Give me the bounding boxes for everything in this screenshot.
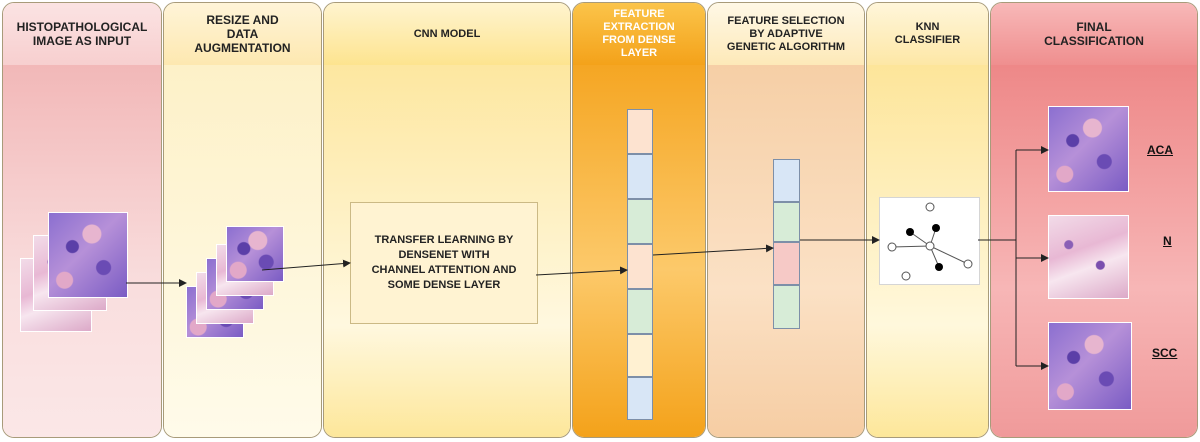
arrow-knn-to-classes xyxy=(978,146,1049,370)
feature-vector-cell xyxy=(627,109,653,154)
knn-graph-icon xyxy=(887,202,973,281)
selected-feature-cell xyxy=(773,159,800,202)
class-label-n: N xyxy=(1163,234,1172,248)
stage-augmentation-title: RESIZE AND DATA AUGMENTATION xyxy=(164,3,321,66)
output-image-n xyxy=(1048,215,1129,299)
selected-feature-cell xyxy=(773,202,800,242)
arrow-features-to-selection xyxy=(652,244,774,256)
stage-input-title: HISTOPATHOLOGICAL IMAGE AS INPUT xyxy=(3,3,161,66)
cnn-transfer-learning-box: TRANSFER LEARNING BY DENSENET WITH CHANN… xyxy=(350,202,538,324)
selected-feature-cell xyxy=(773,285,800,329)
augmented-image-5 xyxy=(226,226,284,282)
class-label-scc: SCC xyxy=(1152,346,1178,360)
feature-vector-cell xyxy=(627,289,653,334)
class-label-aca: ACA xyxy=(1147,143,1173,157)
arrow-augmentation-to-cnn xyxy=(261,259,351,271)
feature-vector-cell xyxy=(627,334,653,377)
stage-cnn-title: CNN MODEL xyxy=(324,3,570,66)
selected-feature-cell xyxy=(773,242,800,285)
feature-vector-cell xyxy=(627,244,653,289)
feature-vector-cell xyxy=(627,199,653,244)
stage-feature-extraction-title: FEATURE EXTRACTION FROM DENSE LAYER xyxy=(573,3,705,66)
input-image-front xyxy=(48,212,128,298)
feature-vector-cell xyxy=(627,154,653,199)
output-image-aca xyxy=(1048,106,1129,192)
output-image-scc xyxy=(1048,322,1132,410)
feature-vector-cell xyxy=(627,377,653,420)
arrow-cnn-to-features xyxy=(535,266,628,276)
